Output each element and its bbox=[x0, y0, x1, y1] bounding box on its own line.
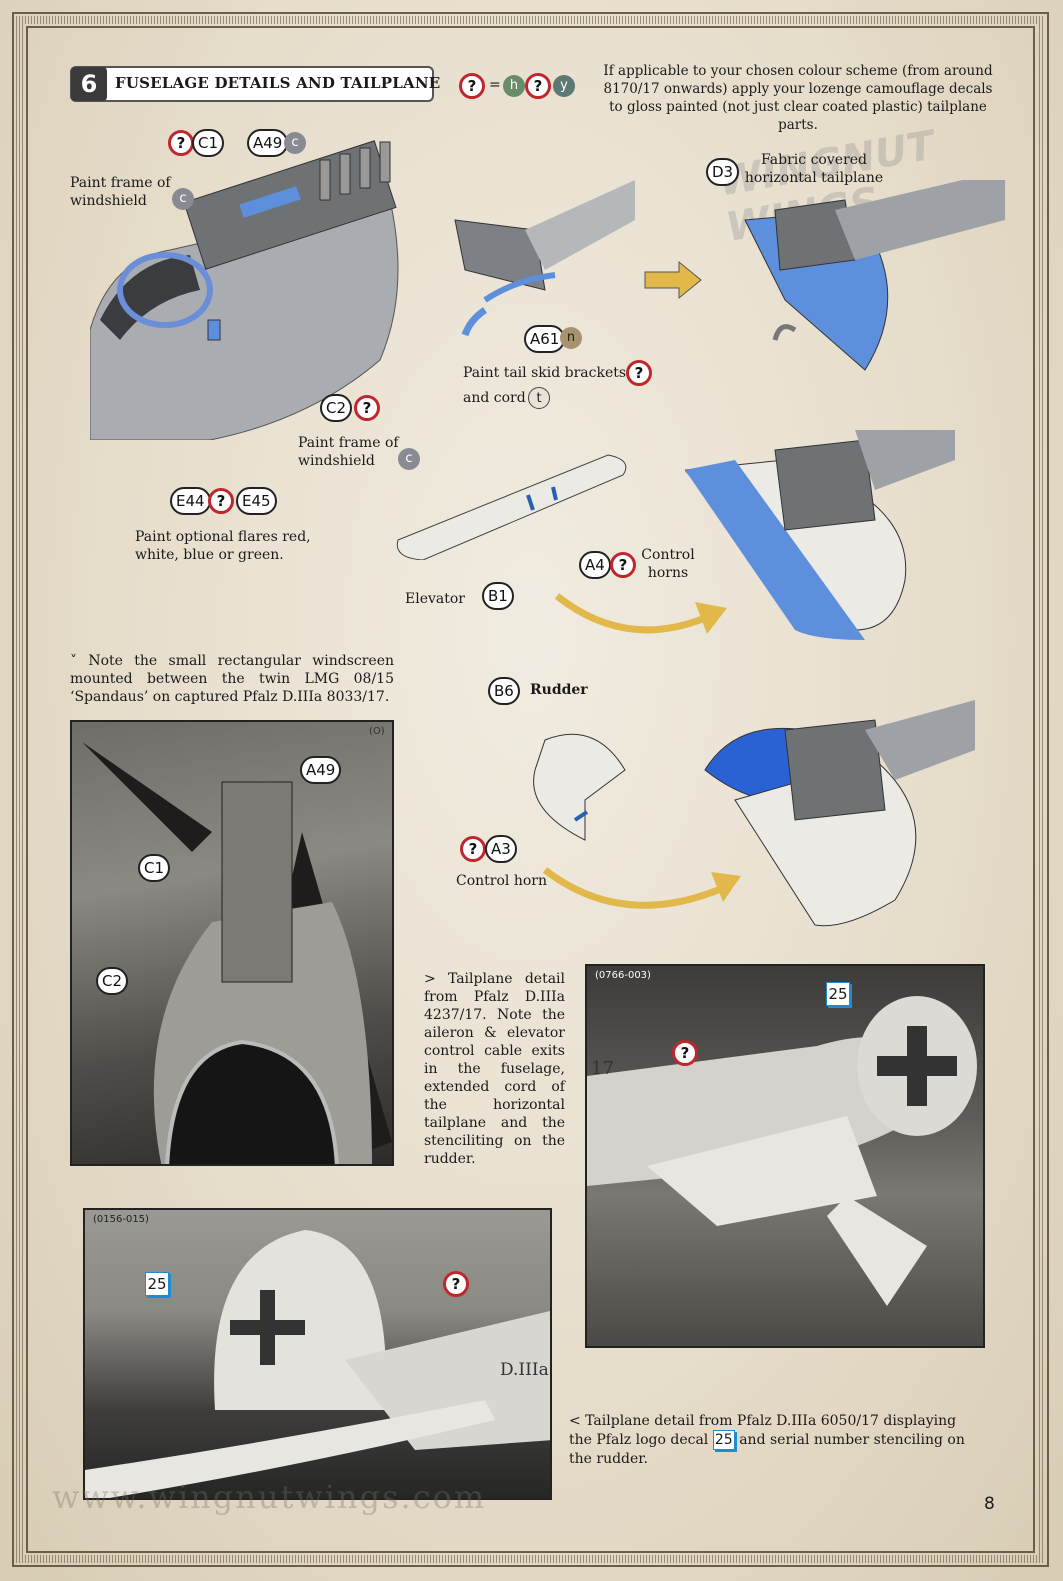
photo-pfalz-6050-tail: (0156-015) D.IIIa bbox=[83, 1208, 552, 1500]
label-fabric-covered: Fabric covered horizontal tailplane bbox=[744, 152, 884, 186]
paint-drop-y-icon: y bbox=[553, 75, 575, 97]
tailplane-rudder-illustration bbox=[704, 700, 975, 927]
paint-drop-c-icon: c bbox=[398, 448, 420, 470]
photo-tail-image bbox=[587, 996, 977, 1306]
paint-drop-c-icon: c bbox=[284, 132, 306, 154]
photo1-credit: (O) bbox=[369, 726, 385, 737]
part-a3: A3 bbox=[485, 835, 517, 863]
label-control-horn: Control horn bbox=[456, 873, 547, 889]
legend-equals: = bbox=[489, 77, 501, 93]
arrow-right-icon bbox=[644, 260, 702, 300]
photo1-part-c2: C2 bbox=[96, 967, 129, 995]
curved-arrow-icon bbox=[543, 867, 741, 909]
part-b6: B6 bbox=[488, 677, 520, 705]
label-rudder: Rudder bbox=[530, 682, 588, 698]
elevator-illustration bbox=[396, 454, 627, 560]
paint-drop-c-icon: c bbox=[172, 188, 194, 210]
photo1-part-a49: A49 bbox=[300, 756, 342, 784]
photo-pfalz-4237-tail: (0766-003) 17 bbox=[585, 964, 985, 1348]
label-elevator: Elevator bbox=[405, 591, 465, 607]
photo2-paint-choice-icon: ? bbox=[672, 1040, 698, 1066]
part-e45: E45 bbox=[236, 487, 277, 515]
tailplane-note-6050-part-a: < Tailplane detail from Pfalz D.IIIa 605… bbox=[569, 1413, 957, 1448]
label-cord: and cord bbox=[463, 390, 526, 406]
fuselage-illustration bbox=[90, 140, 399, 440]
website-watermark: www.wingnutwings.com bbox=[52, 1478, 487, 1516]
photo3-decal-25: 25 bbox=[145, 1272, 169, 1296]
tailplane-fabric-illustration bbox=[744, 180, 1005, 371]
part-b1: B1 bbox=[482, 582, 514, 610]
tailplane-note-4237: > Tailplane detail from Pfalz D.IIIa 423… bbox=[424, 971, 565, 1167]
step-number: 6 bbox=[71, 67, 107, 101]
photo2-id: (0766-003) bbox=[595, 970, 651, 981]
photo-tail-rudder-image bbox=[85, 1230, 550, 1498]
step-title: FUSELAGE DETAILS AND TAILPLANE bbox=[115, 74, 441, 92]
page-number: 8 bbox=[984, 1494, 995, 1514]
inline-decal-25: 25 bbox=[712, 1430, 735, 1450]
paint-choice-icon: ? bbox=[525, 73, 551, 99]
paint-choice-icon: ? bbox=[354, 395, 380, 421]
windscreen-note: ˅ Note the small rectangular windscreen … bbox=[70, 653, 394, 705]
paint-choice-icon: ? bbox=[626, 360, 652, 386]
tailplane-note-6050: < Tailplane detail from Pfalz D.IIIa 605… bbox=[569, 1412, 971, 1468]
step-header-box bbox=[70, 66, 434, 102]
paint-choice-icon: ? bbox=[610, 552, 636, 578]
photo2-serial: 17 bbox=[591, 1058, 614, 1079]
paint-choice-icon: ? bbox=[168, 130, 194, 156]
paint-drop-n-icon: n bbox=[560, 327, 582, 349]
part-a49: A49 bbox=[247, 129, 289, 157]
rudder-illustration bbox=[533, 733, 626, 841]
label-tail-skid-brackets: Paint tail skid brackets bbox=[463, 365, 627, 381]
tailskid-illustration bbox=[454, 180, 635, 337]
label-paint-frame-top: Paint frame of windshield bbox=[70, 175, 171, 209]
photo-cockpit-image bbox=[82, 742, 392, 1164]
part-a4: A4 bbox=[579, 551, 611, 579]
paint-drop-t-icon: t bbox=[528, 387, 550, 409]
paint-drop-h-icon: h bbox=[503, 75, 525, 97]
label-flares: Paint optional flares red, white, blue o… bbox=[135, 529, 311, 563]
curved-arrow-icon bbox=[555, 593, 727, 634]
photo2-decal-25: 25 bbox=[826, 982, 850, 1006]
tailplane-note-6050-part-b: and serial number stenciling on the rudd… bbox=[569, 1432, 965, 1467]
paint-choice-icon: ? bbox=[460, 836, 486, 862]
photo3-id: (0156-015) bbox=[93, 1214, 149, 1225]
page-border-outer bbox=[12, 12, 1049, 1567]
part-a61: A61 bbox=[524, 325, 566, 353]
photo3-paint-choice-icon: ? bbox=[443, 1271, 469, 1297]
label-paint-frame-bottom: Paint frame of windshield bbox=[298, 435, 399, 469]
part-c2: C2 bbox=[320, 394, 353, 422]
part-d3: D3 bbox=[706, 158, 740, 186]
photo-captured-pfalz-cockpit: (O) bbox=[70, 720, 394, 1166]
paint-choice-icon: ? bbox=[208, 488, 234, 514]
paint-choice-icon: ? bbox=[459, 73, 485, 99]
tailplane-elevator-illustration bbox=[685, 430, 955, 640]
photo1-part-c1: C1 bbox=[138, 854, 171, 882]
part-c1: C1 bbox=[192, 129, 225, 157]
part-e44: E44 bbox=[170, 487, 211, 515]
camouflage-note: If applicable to your chosen colour sche… bbox=[603, 63, 993, 133]
photo3-serial: D.IIIa bbox=[500, 1360, 549, 1380]
label-control-horns: Control horns bbox=[641, 547, 695, 581]
page-border-inner bbox=[26, 26, 1035, 1553]
